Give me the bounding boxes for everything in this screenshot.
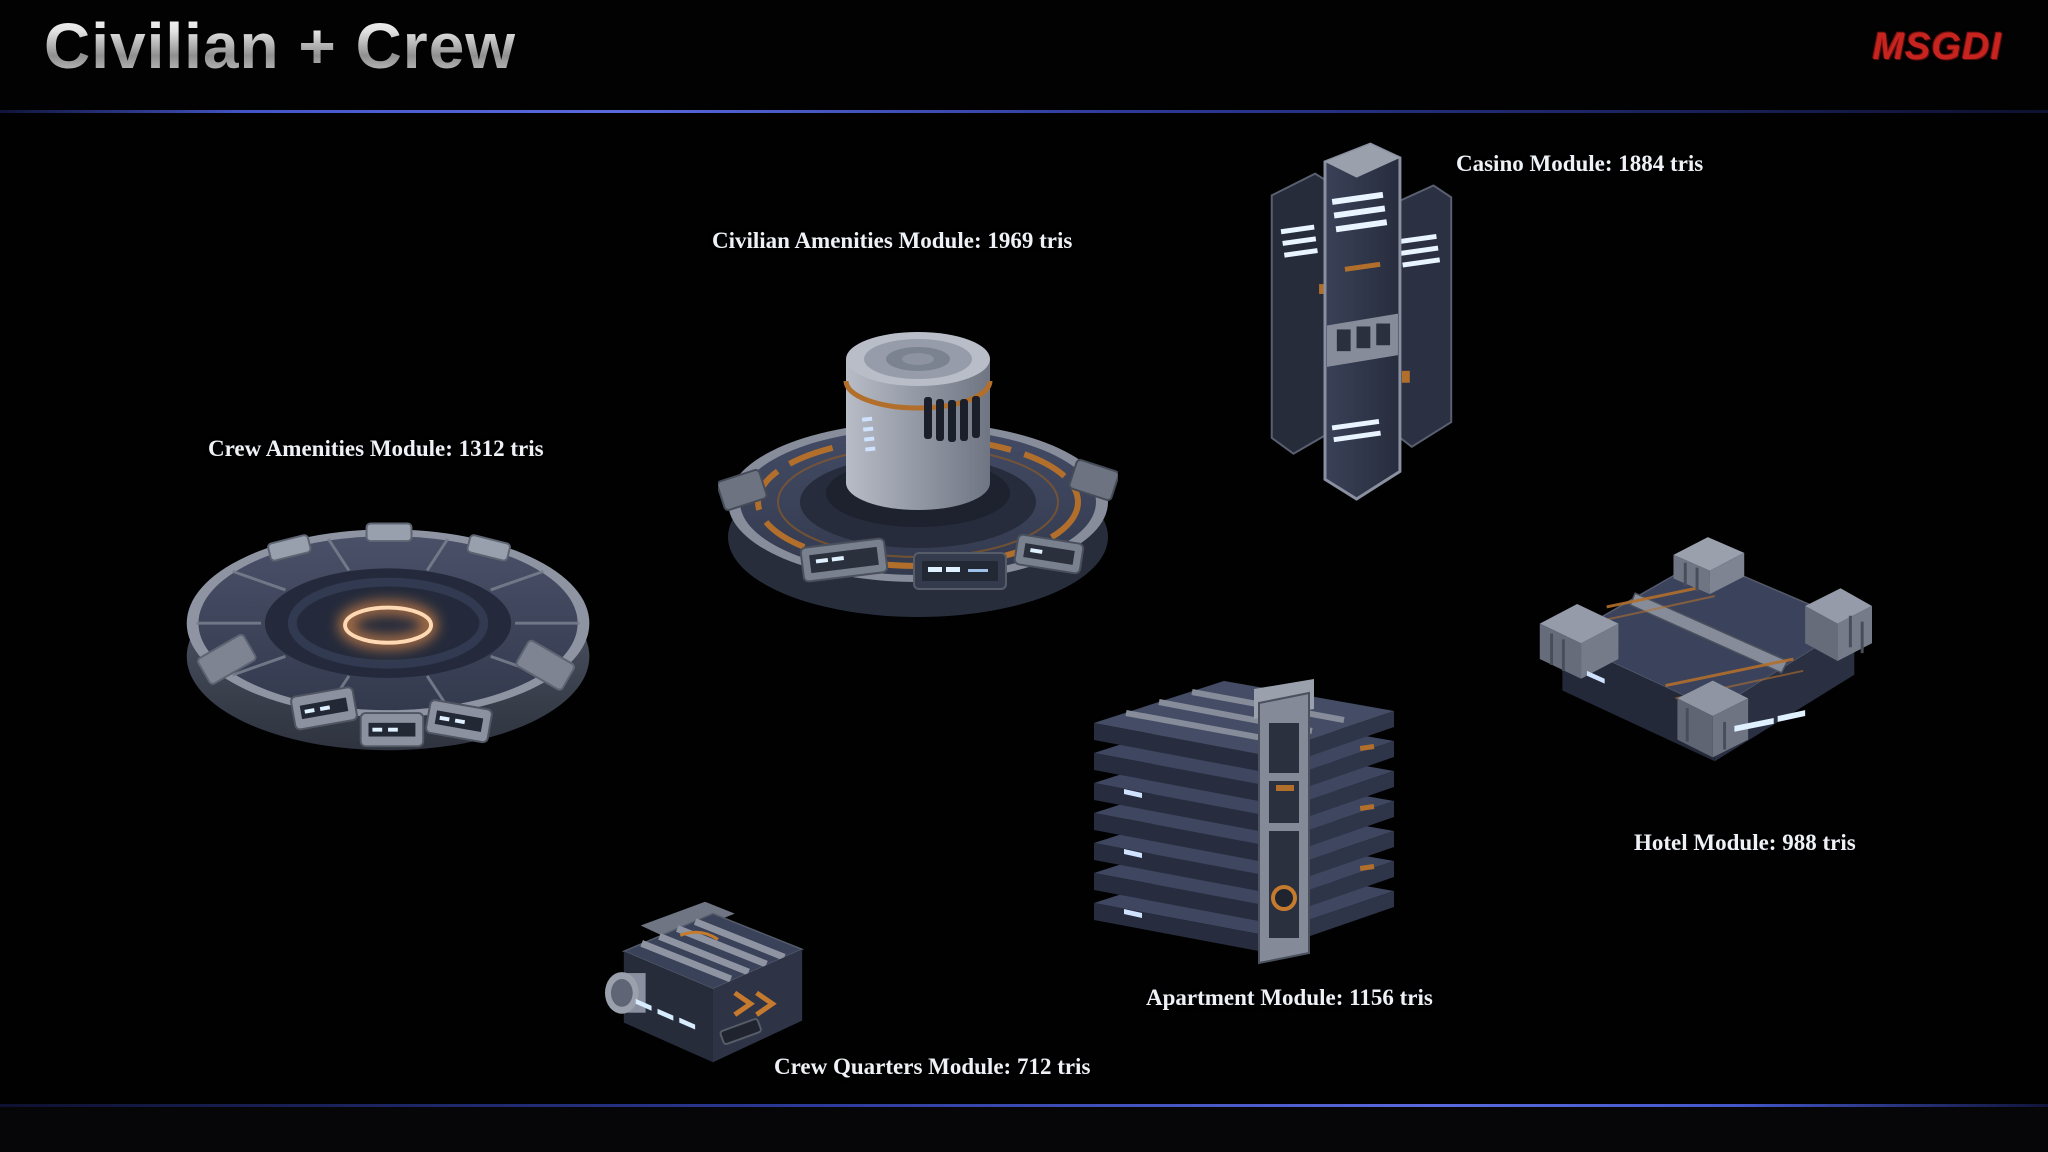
- module-apartment: Apartment Module: 1156 tris: [1058, 655, 1458, 1025]
- module-label: Casino Module: 1884 tris: [1456, 151, 1704, 176]
- module-label: Crew Quarters Module: 712 tris: [774, 1054, 1091, 1079]
- module-hotel: Hotel Module: 988 tris: [1522, 505, 1892, 885]
- module-label: Hotel Module: 988 tris: [1634, 830, 1856, 855]
- header: Civilian + Crew MSGDI: [0, 0, 2048, 110]
- hotel-render: [1539, 537, 1872, 762]
- casino-render: [1270, 142, 1453, 501]
- crew-amenities-render: [186, 522, 590, 751]
- footer-divider: [0, 1104, 2048, 1107]
- module-label: Crew Amenities Module: 1312 tris: [208, 436, 544, 461]
- crew-quarters-render: [604, 901, 805, 1063]
- civilian-amenities-render: [718, 332, 1118, 617]
- msgdi-logo: MSGDI: [1872, 26, 2002, 68]
- apartment-render: [1093, 679, 1395, 965]
- footer-bar: [0, 1107, 2048, 1152]
- module-label: Civilian Amenities Module: 1969 tris: [712, 228, 1073, 253]
- page-title: Civilian + Crew: [44, 8, 516, 85]
- module-crew-quarters: Crew Quarters Module: 712 tris: [580, 868, 1110, 1093]
- module-civilian-amenities: Civilian Amenities Module: 1969 tris: [700, 225, 1140, 625]
- module-casino: Casino Module: 1884 tris: [1250, 128, 1730, 528]
- module-label: Apartment Module: 1156 tris: [1146, 985, 1433, 1010]
- module-crew-amenities: Crew Amenities Module: 1312 tris: [170, 430, 630, 780]
- header-divider: [0, 110, 2048, 113]
